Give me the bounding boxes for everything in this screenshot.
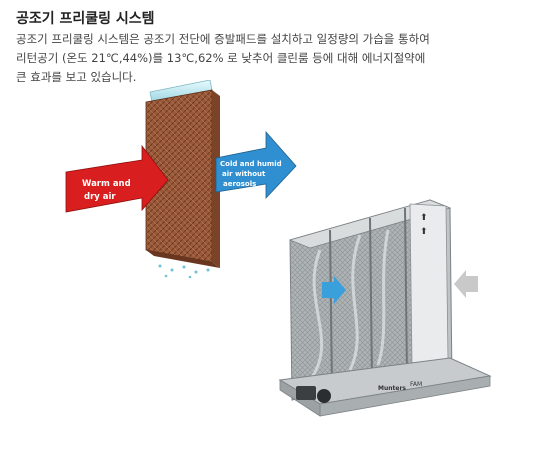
cold-arrow-label-2: air without <box>222 170 266 178</box>
model-label: FAM <box>410 381 422 388</box>
description-line-1: 공조기 프리쿨링 시스템은 공조기 전단에 증발패드를 설치하고 일정량의 가습… <box>16 32 430 46</box>
pad-diagram-svg: Warm and dry air Cold and humid air with… <box>65 79 297 279</box>
unit-frame: ⬆ ⬆ <box>288 199 453 401</box>
svg-text:⬆: ⬆ <box>420 227 428 237</box>
evaporative-pad-diagram: Warm and dry air Cold and humid air with… <box>60 79 300 280</box>
warm-air-arrow: Warm and dry air <box>65 144 169 213</box>
precooling-unit-photo: ⬆ ⬆ Munters FAM <box>260 190 500 445</box>
cold-arrow-label-3: aerosols <box>223 180 256 188</box>
water-hoses <box>308 229 390 381</box>
description: 공조기 프리쿨링 시스템은 공조기 전단에 증발패드를 설치하고 일정량의 가습… <box>16 30 536 87</box>
svg-text:⬆: ⬆ <box>420 213 428 223</box>
warm-arrow-label-2: dry air <box>84 192 116 202</box>
water-droplets <box>158 264 210 279</box>
airflow-in-indicator <box>322 276 346 304</box>
airflow-side-indicator <box>454 270 478 298</box>
description-line-2: 리턴공기 (온도 21℃,44%)를 13℃,62% 로 낮추어 클린룸 등에 … <box>16 51 426 65</box>
page-title: 공조기 프리쿨링 시스템 <box>16 11 155 27</box>
brand-label: Munters <box>378 385 406 392</box>
cold-arrow-label-1: Cold and humid <box>220 160 282 168</box>
unit-photo-svg: ⬆ ⬆ Munters FAM <box>278 199 492 417</box>
warm-arrow-label-1: Warm and <box>82 179 131 189</box>
description-line-3: 큰 효과를 보고 있습니다. <box>16 70 137 84</box>
cold-air-arrow: Cold and humid air without aerosols <box>215 130 297 200</box>
unit-base: Munters FAM <box>278 357 492 417</box>
